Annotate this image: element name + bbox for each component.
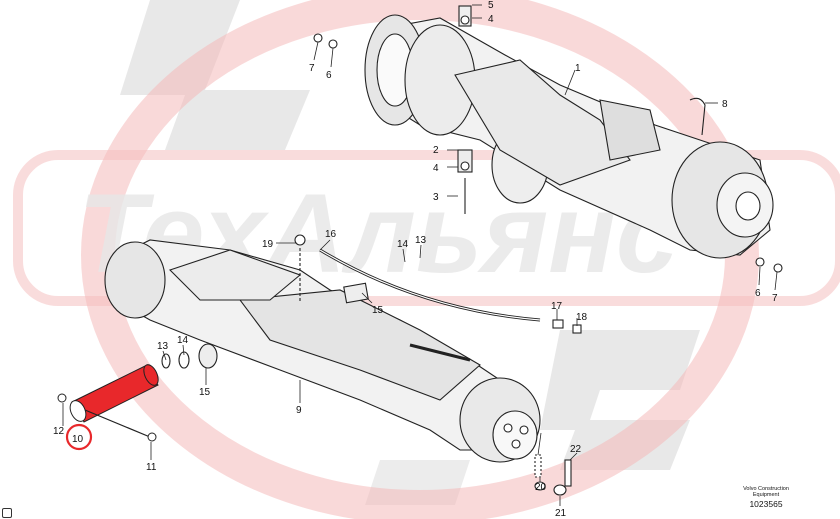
callout-7-right: 7 — [772, 293, 778, 304]
callout-7-top: 7 — [309, 63, 315, 74]
callout-16: 16 — [325, 229, 337, 240]
callout-13-top: 13 — [415, 235, 427, 246]
callout-8: 8 — [722, 99, 728, 110]
callout-1: 1 — [575, 63, 581, 74]
footer-doc-number: 1023565 — [749, 499, 783, 509]
callout-15-top: 15 — [372, 305, 384, 316]
callout-3: 3 — [433, 192, 439, 203]
callout-21: 21 — [555, 508, 567, 519]
footer-brand-line1: Volvo Construction — [743, 486, 789, 492]
callout-18: 18 — [576, 312, 588, 323]
callout-20: 20 — [535, 482, 547, 493]
callout-15-left: 15 — [199, 387, 211, 398]
leader-lines — [62, 4, 778, 506]
lower-axle — [104, 33, 783, 496]
callout-4-top: 4 — [488, 14, 494, 25]
upper-axle — [364, 5, 774, 259]
callout-labels: 5 4 1 8 2 4 3 7 6 6 7 19 16 14 13 15 13 … — [53, 0, 778, 519]
callout-17: 17 — [551, 301, 563, 312]
callout-4-mid: 4 — [433, 163, 439, 174]
document-footer: Volvo Construction Equipment 1023565 — [736, 486, 796, 510]
callout-9: 9 — [296, 405, 302, 416]
footer-brand-line2: Equipment — [752, 492, 780, 498]
callout-12: 12 — [53, 426, 65, 437]
callout-6-top: 6 — [326, 70, 332, 81]
callout-13-left: 13 — [157, 341, 169, 352]
callout-14: 14 — [397, 239, 409, 250]
highlight-ring — [65, 423, 93, 451]
callout-10: 10 — [72, 434, 84, 445]
callout-22: 22 — [570, 444, 582, 455]
highlighted-part-10 — [57, 364, 159, 451]
callout-2: 2 — [433, 145, 439, 156]
callout-5: 5 — [488, 0, 494, 11]
callout-6-right: 6 — [755, 288, 761, 299]
callout-19: 19 — [262, 239, 274, 250]
callout-14-left: 14 — [177, 335, 189, 346]
corner-box-icon — [2, 508, 12, 518]
callout-11: 11 — [146, 462, 157, 473]
watermark: ТехАльянс — [13, 0, 840, 519]
